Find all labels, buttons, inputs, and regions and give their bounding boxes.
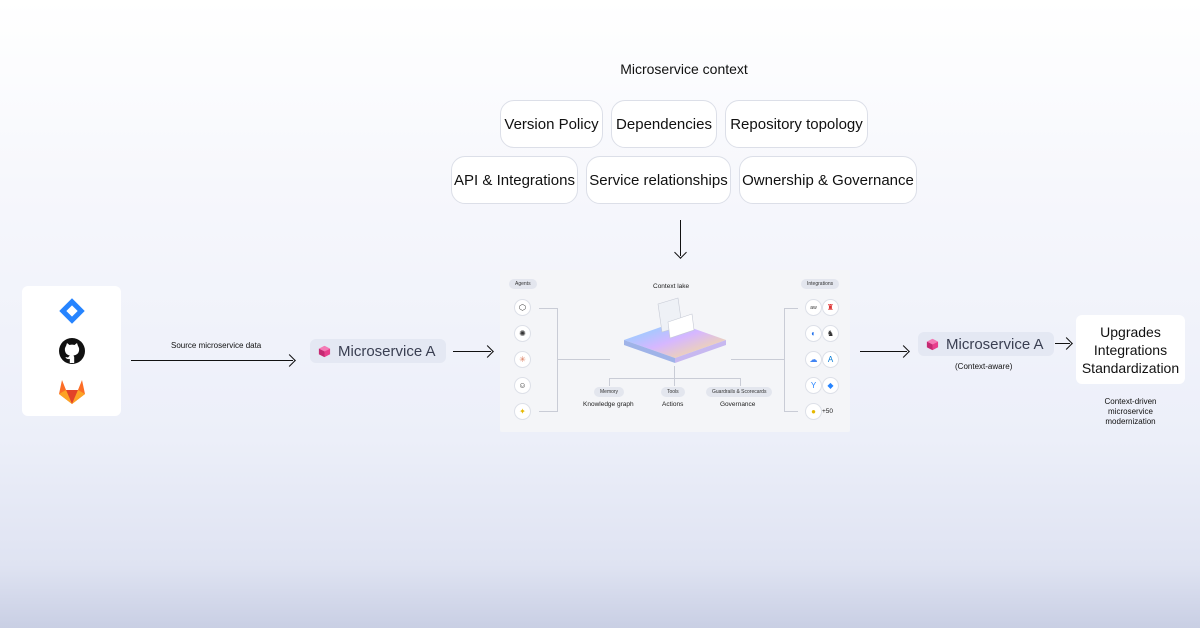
down-arrow xyxy=(680,220,681,256)
source-arrow xyxy=(131,360,293,361)
argo-icon: Y xyxy=(805,377,822,394)
claude-icon: ✳ xyxy=(514,351,531,368)
result-box: Upgrades Integrations Standardization xyxy=(1076,315,1185,384)
jira-small-icon: ◆ xyxy=(822,377,839,394)
chip-api-integrations: API & Integrations xyxy=(451,156,578,204)
openai-icon: ✺ xyxy=(514,325,531,342)
snyk-icon: ● xyxy=(805,403,822,420)
chip-ownership-governance: Ownership & Governance xyxy=(739,156,917,204)
result-standardization: Standardization xyxy=(1081,359,1180,376)
chip-repository-topology: Repository topology xyxy=(725,100,868,148)
pillar-guardrails-tag: Guardrails & Scorecards xyxy=(706,387,773,397)
microservice-output-label: Microservice A xyxy=(946,335,1044,353)
pillar-actions: Actions xyxy=(662,401,684,408)
azure-icon: A xyxy=(822,351,839,368)
result-upgrades: Upgrades xyxy=(1100,323,1161,340)
gitlab-icon xyxy=(59,380,85,404)
chip-dependencies: Dependencies xyxy=(611,100,717,148)
github-icon xyxy=(59,338,85,364)
context-aware-caption: (Context-aware) xyxy=(955,362,1013,371)
pillar-tools-tag: Tools xyxy=(661,387,685,397)
agents-tag: Agents xyxy=(509,279,537,289)
context-title: Microservice context xyxy=(620,61,748,77)
from-lake-arrow xyxy=(860,351,907,352)
cube-icon xyxy=(926,338,939,350)
pillar-governance: Governance xyxy=(720,401,756,408)
microservice-input-label: Microservice A xyxy=(338,342,436,360)
circleci-icon: ◐ xyxy=(805,325,822,342)
jenkins-icon: ♜ xyxy=(822,299,839,316)
source-logos-card xyxy=(22,286,121,416)
to-result-arrow xyxy=(1055,343,1070,344)
microservice-output: Microservice A xyxy=(918,332,1054,356)
gcp-icon: ☁ xyxy=(805,351,822,368)
source-arrow-label: Source microservice data xyxy=(171,341,262,350)
to-lake-arrow xyxy=(453,351,491,352)
context-lake-title: Context lake xyxy=(653,283,690,290)
gemini-icon: ✦ xyxy=(514,403,531,420)
integrations-tag: Integrations xyxy=(801,279,840,289)
sentry-icon: aw xyxy=(805,299,822,316)
agents-bracket xyxy=(539,308,557,309)
copilot-icon: ☺ xyxy=(514,377,531,394)
agent-cube-icon: ⬡ xyxy=(514,299,531,316)
context-lake-panel: Agents Integrations Context lake ⬡ ✺ ✳ ☺… xyxy=(500,270,850,432)
microservice-input: Microservice A xyxy=(310,339,446,363)
integrations-bracket xyxy=(784,308,798,309)
integrations-more: +50 xyxy=(822,408,834,415)
pillar-memory-tag: Memory xyxy=(594,387,625,397)
result-caption: Context-driven microservice modernizatio… xyxy=(1104,397,1157,426)
jira-icon xyxy=(59,298,85,324)
pillar-knowledge-graph: Knowledge graph xyxy=(583,401,634,408)
pillars-connector xyxy=(674,366,675,378)
postgres-icon: ♞ xyxy=(822,325,839,342)
context-lake-graphic xyxy=(624,297,726,363)
cube-icon xyxy=(318,345,331,357)
chip-service-relationships: Service relationships xyxy=(586,156,731,204)
result-integrations: Integrations xyxy=(1093,341,1168,358)
chip-version-policy: Version Policy xyxy=(500,100,603,148)
